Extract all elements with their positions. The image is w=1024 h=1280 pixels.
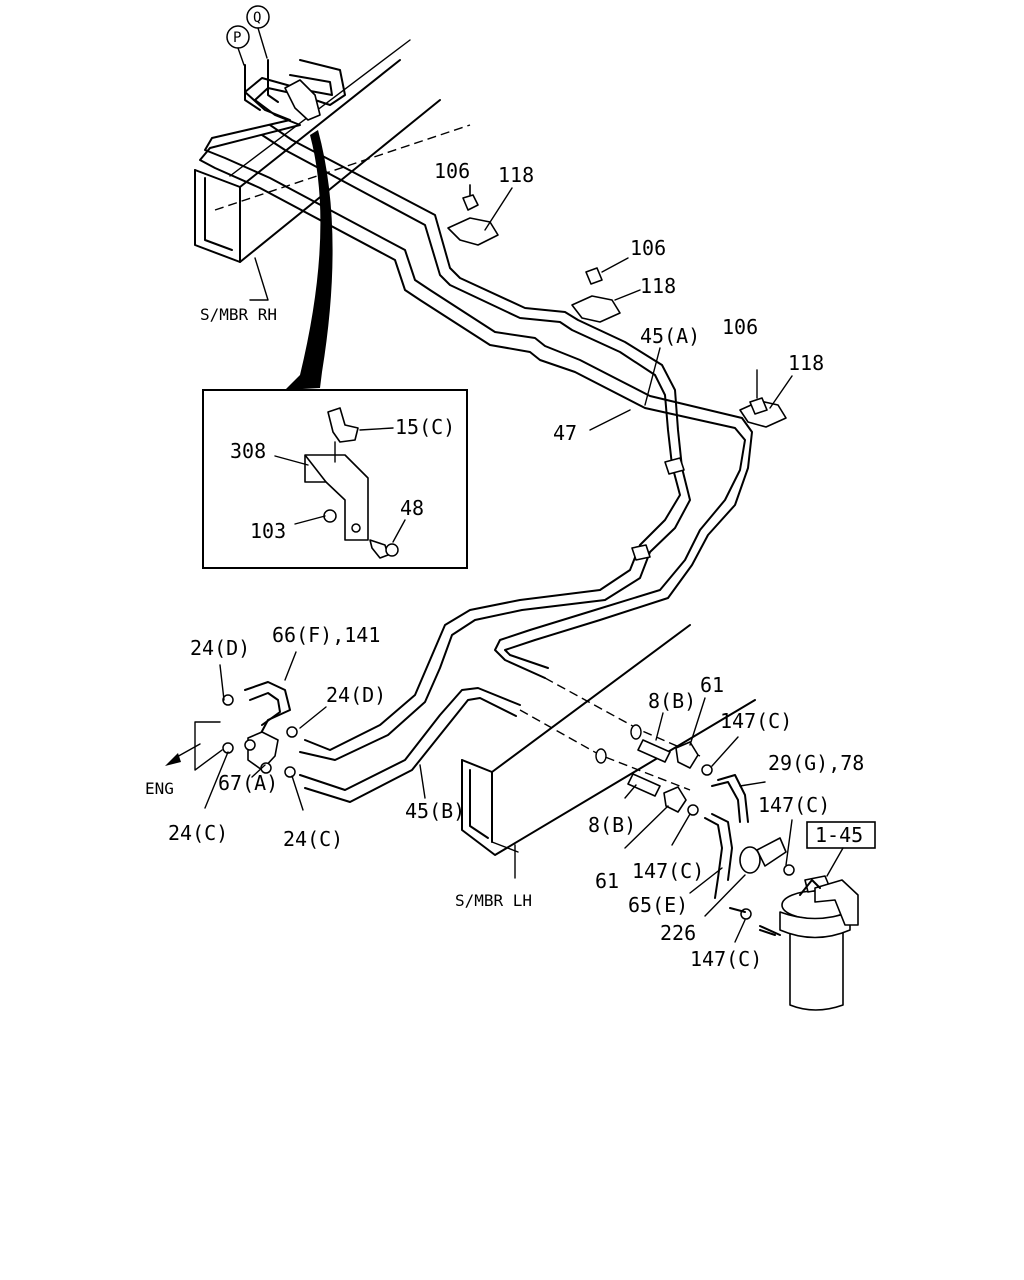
clip-118-b: [571, 267, 621, 323]
lower-pipe-45b: [299, 687, 521, 803]
callout-106-a: 106: [434, 159, 470, 183]
callout-15c: 15(C): [395, 415, 455, 439]
callout-8b-a: 8(B): [648, 689, 696, 713]
callout-p: P: [233, 30, 241, 46]
callout-61-a: 61: [700, 673, 724, 697]
callout-45b: 45(B): [405, 799, 465, 823]
label-smbr-rh: S/MBR RH: [200, 305, 277, 324]
clip-118-c: [739, 369, 787, 428]
callout-106-c: 106: [722, 315, 758, 339]
callout-47: 47: [553, 421, 577, 445]
callout-48: 48: [400, 496, 424, 520]
callout-q: Q: [253, 10, 261, 26]
inset-detail-box: [202, 389, 468, 569]
callout-61-b: 61: [595, 869, 619, 893]
callout-147c-d: 147(C): [690, 947, 762, 971]
label-smbr-lh: S/MBR LH: [455, 891, 532, 910]
callout-308: 308: [230, 439, 266, 463]
text-labels: P Q 106 118 106 118 45(A) 106 118 47 15(…: [145, 10, 864, 971]
callout-118-c: 118: [788, 351, 824, 375]
leader-lines: [204, 184, 844, 943]
callout-147c-b: 147(C): [758, 793, 830, 817]
top-connector-pq: [226, 5, 321, 121]
callout-118-b: 118: [640, 274, 676, 298]
callout-226: 226: [660, 921, 696, 945]
callout-103: 103: [250, 519, 286, 543]
filter-side-parts: [595, 724, 795, 936]
callout-1-45: 1-45: [815, 823, 863, 847]
label-eng: ENG: [145, 779, 174, 798]
upper-pipe-route: [199, 59, 753, 761]
callout-24c-a: 24(C): [168, 821, 228, 845]
callout-8b-b: 8(B): [588, 813, 636, 837]
callout-45a: 45(A): [640, 324, 700, 348]
clip-118-a: [447, 184, 499, 246]
fuel-filter: [759, 821, 876, 1011]
callout-106-b: 106: [630, 236, 666, 260]
engine-side-hoses: [165, 681, 298, 778]
callout-24d-a: 24(D): [190, 636, 250, 660]
callout-1-45-box: [806, 821, 876, 849]
callout-118-a: 118: [498, 163, 534, 187]
callout-66f-141: 66(F),141: [272, 623, 380, 647]
side-member-lh: [461, 624, 756, 879]
callout-147c-c: 147(C): [632, 859, 704, 883]
callout-65e: 65(E): [628, 893, 688, 917]
callout-24c-b: 24(C): [283, 827, 343, 851]
callout-24d-b: 24(D): [326, 683, 386, 707]
callout-29g-78: 29(G),78: [768, 751, 864, 775]
callout-147c-a: 147(C): [720, 709, 792, 733]
callout-67a: 67(A): [218, 771, 278, 795]
detail-pointer-arrow: [285, 130, 333, 390]
side-member-rh: [194, 39, 471, 301]
